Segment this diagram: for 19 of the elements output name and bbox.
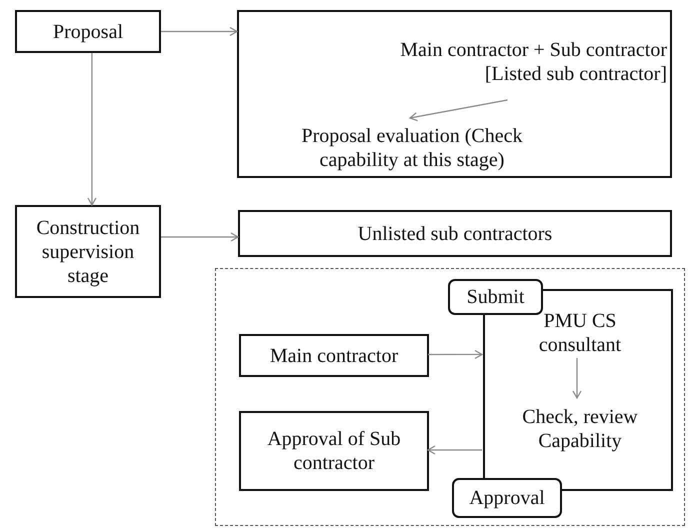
arrow	[428, 350, 483, 360]
box-text: Proposal evaluation (Check capability at this stage)	[300, 124, 524, 172]
arrow	[427, 445, 482, 455]
process-box: Main contractor	[239, 334, 429, 377]
box-text: Main contractor + Sub contractor [Listed sub contractor]	[399, 38, 667, 86]
process-box: Unlisted sub contractors	[238, 210, 672, 257]
arrow	[87, 53, 97, 206]
step-label-box: Submit	[448, 279, 543, 315]
arrow	[409, 99, 508, 122]
arrow	[572, 358, 582, 399]
step-label-box: Approval	[452, 478, 562, 518]
process-box: Approval of Sub contractor	[239, 411, 429, 491]
box-text: Check, review Capability	[521, 405, 639, 453]
arrow	[161, 26, 238, 36]
process-box	[237, 10, 672, 178]
group-region	[215, 268, 685, 526]
process-box: Construction supervision stage	[15, 205, 161, 298]
arrow	[161, 232, 239, 242]
process-box: Proposal	[15, 10, 161, 53]
